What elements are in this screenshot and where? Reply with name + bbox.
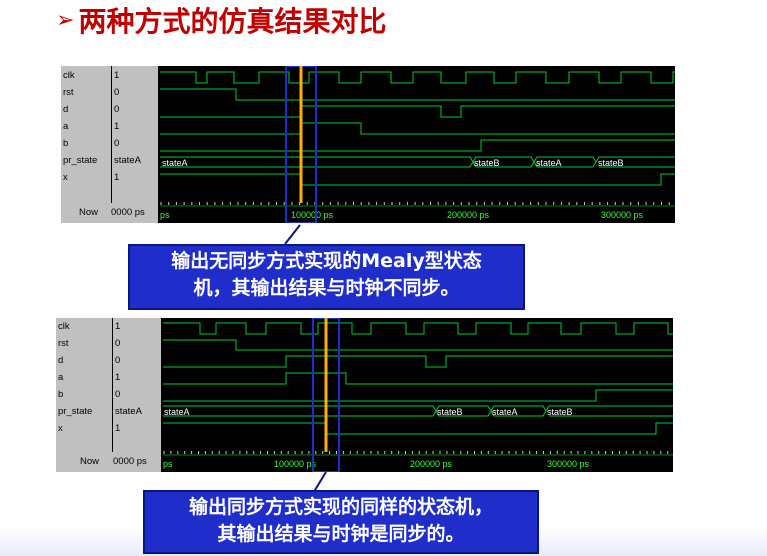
now-value: 0000 ps [113,456,147,467]
time-label: 200000 ps [447,210,490,220]
state-label: stateA [162,158,188,168]
cursor-highlight-box [312,318,340,472]
signal-name: a [58,372,64,383]
signal-value: 0 [114,87,120,98]
state-label: stateB [437,407,463,417]
signal-value: 0 [115,389,121,400]
time-label: 300000 ps [601,210,644,220]
now-label: Now [80,456,100,467]
signal-name: d [63,104,69,115]
signal-values-column: 1 0 0 1 0 stateA 1 [113,318,161,452]
now-label: Now [79,207,99,218]
state-label: stateB [474,158,500,168]
signal-value: 1 [114,121,120,132]
callout-1-line1: 输出无同步方式实现的Mealy型状态 [171,250,482,272]
signal-value: 0 [114,138,120,149]
signal-value: stateA [114,155,141,166]
time-label: 200000 ps [410,459,453,469]
state-label: stateA [492,407,518,417]
state-label: stateB [598,158,624,168]
time-label: 100000 ps [291,210,334,220]
signal-name: x [58,423,63,434]
signal-name: b [63,138,69,149]
now-value: 0000 ps [111,207,145,218]
signal-value: stateA [115,406,142,417]
signal-name: rst [58,338,69,349]
signal-names-column: clk rst d a b pr_state x [56,318,112,452]
signal-value: 1 [114,70,120,81]
signal-value: 1 [115,321,121,332]
state-label: stateA [164,407,190,417]
now-bar: Now 0000 ps [61,203,158,223]
signal-name: x [63,172,68,183]
signal-value: 1 [115,423,121,434]
signal-name: d [58,355,64,366]
signal-name: pr_state [58,406,93,417]
waveform-canvas: stateA stateB stateA stateB ps 100000 ps… [163,318,673,472]
signal-values-column: 1 0 0 1 0 stateA 1 [112,66,158,203]
callout-1: 输出无同步方式实现的Mealy型状态 机，其输出结果与时钟不同步。 [128,244,525,310]
waveform-panel-1[interactable]: clk rst d a b pr_state x 1 0 0 1 0 state… [61,66,675,223]
cursor-highlight-box [285,66,317,223]
callout-2-line2: 其输出结果与时钟是同步的。 [217,523,465,545]
arrow-bullet-icon: ➢ [56,7,75,33]
callout-1-line2: 机，其输出结果与时钟不同步。 [193,277,460,299]
signal-name: clk [58,321,70,332]
callout-2-line1: 输出同步方式实现的同样的状态机， [188,496,493,518]
waveform-canvas: stateA stateB stateA stateB ps 100000 ps… [160,66,675,223]
signal-name: a [63,121,69,132]
waveform-panel-2[interactable]: clk rst d a b pr_state x 1 0 0 1 0 state… [56,318,673,472]
signal-value: 1 [115,372,121,383]
slide-title: ➢ 两种方式的仿真结果对比 [56,0,386,40]
signal-value: 0 [115,338,121,349]
now-bar: Now 0000 ps [56,452,161,472]
state-label: stateB [547,407,573,417]
signal-name: rst [63,87,74,98]
time-label: ps [163,459,173,469]
slide-title-text: 两种方式的仿真结果对比 [78,5,387,38]
time-label: ps [160,210,170,220]
time-label: 300000 ps [547,459,590,469]
signal-name: pr_state [63,155,98,166]
signal-names-column: clk rst d a b pr_state x [61,66,111,203]
signal-value: 0 [115,355,121,366]
signal-value: 0 [114,104,120,115]
state-label: stateA [536,158,562,168]
signal-name: clk [63,70,75,81]
signal-name: b [58,389,64,400]
time-label: 100000 ps [274,459,317,469]
callout-2: 输出同步方式实现的同样的状态机， 其输出结果与时钟是同步的。 [143,490,539,554]
signal-value: 1 [114,172,120,183]
